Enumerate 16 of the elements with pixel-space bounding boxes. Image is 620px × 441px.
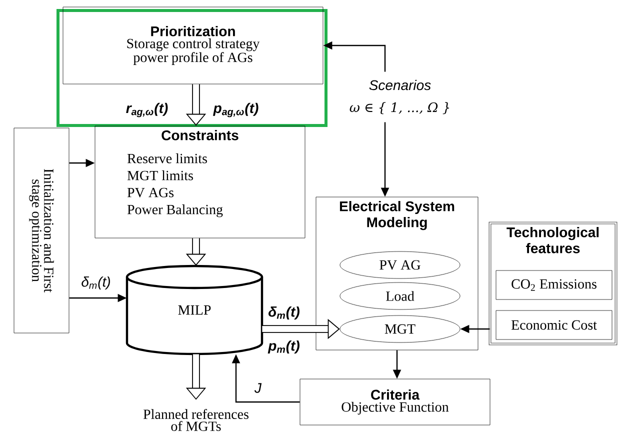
- edge-label: J: [254, 383, 262, 393]
- database-cylinder: MILP: [126, 264, 264, 356]
- process-box: Criteria Objective Function: [300, 378, 490, 426]
- edge-label: δ$_{m}$(t): [82, 276, 110, 290]
- scenario-text: Scenarios ω ∈ { 1, ..., Ω }: [350, 80, 450, 114]
- output-text: Planned references of MGTs: [143, 409, 248, 431]
- signal-label: r$_{ag,ω}$(t): [126, 102, 168, 118]
- signal-label: p$_{ag,ω}$(t): [213, 102, 258, 118]
- highlight-frame: [56, 9, 328, 127]
- process-box: Constraints Reserve limits MGT limits PV AGs Power Balancing: [94, 126, 306, 238]
- feature-box: Economic Cost: [496, 310, 612, 340]
- signal-label: p$_{m}$(t): [268, 340, 300, 354]
- process-box: Initialization and First stage optimization: [14, 128, 70, 334]
- process-box: Prioritization Storage control strategy power profile of AGs: [62, 6, 324, 84]
- edge-label: δ$_{m}$(t): [268, 306, 300, 320]
- feature-box: CO$_{2}$ Emissions: [496, 270, 612, 300]
